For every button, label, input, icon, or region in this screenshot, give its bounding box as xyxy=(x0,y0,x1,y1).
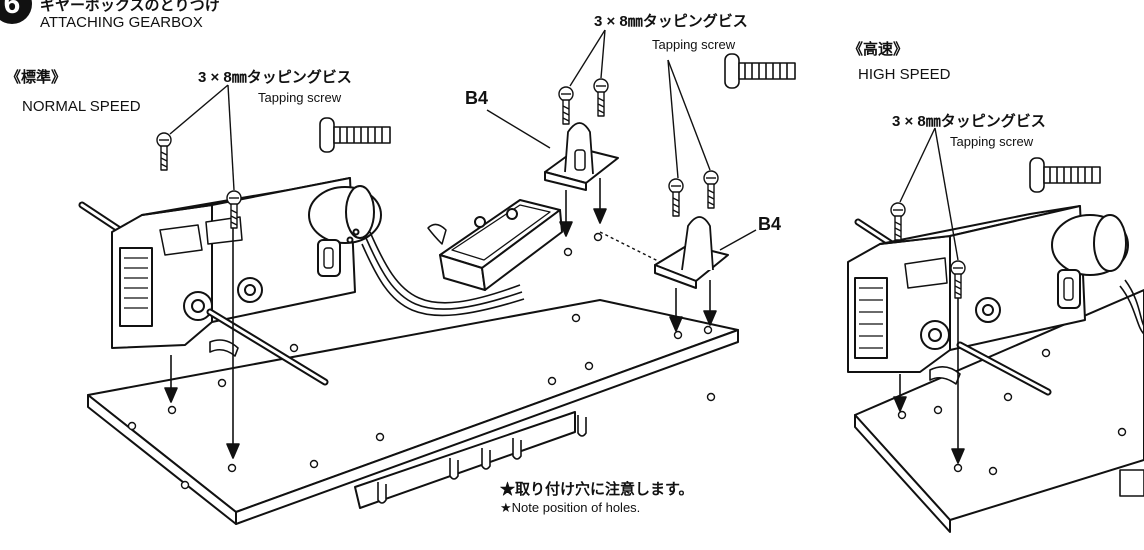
note-ja: ★取り付け穴に注意します。 xyxy=(500,481,694,498)
high-speed-label-en: HIGH SPEED xyxy=(858,66,951,83)
insertion-arrows xyxy=(164,178,965,464)
normal-screw-label-en: Tapping screw xyxy=(258,90,342,105)
part-label-b4-top: B4 xyxy=(465,88,489,108)
right-baseplate xyxy=(854,289,1144,533)
right-gearbox xyxy=(847,205,1144,396)
tapping-screw-sample-icons xyxy=(319,53,1101,193)
step-title-ja: ギヤーボックスのとりつけ xyxy=(40,0,220,14)
bracket-b4-right xyxy=(654,216,729,289)
center-screw-label-en: Tapping screw xyxy=(652,37,736,52)
leader-lines xyxy=(169,29,959,263)
normal-screw-label-ja: 3 × 8㎜タッピングビス xyxy=(198,69,352,86)
note-en: ★Note position of holes. xyxy=(500,500,641,515)
left-baseplate xyxy=(87,232,739,525)
part-label-b4-right: B4 xyxy=(758,214,782,234)
step-title-en: ATTACHING GEARBOX xyxy=(40,14,203,31)
high-screw-label-en: Tapping screw xyxy=(950,134,1034,149)
normal-speed-label-en: NORMAL SPEED xyxy=(22,98,141,115)
left-gearbox xyxy=(78,177,382,386)
normal-speed-label-ja: 《標準》 xyxy=(6,69,67,86)
bracket-b4-top xyxy=(544,122,619,191)
high-speed-label-ja: 《高速》 xyxy=(848,41,909,58)
screw-icons xyxy=(156,78,966,299)
high-screw-label-ja: 3 × 8㎜タッピングビス xyxy=(892,113,1046,130)
center-screw-label-ja: 3 × 8㎜タッピングビス xyxy=(594,13,748,30)
battery-box xyxy=(361,199,563,317)
